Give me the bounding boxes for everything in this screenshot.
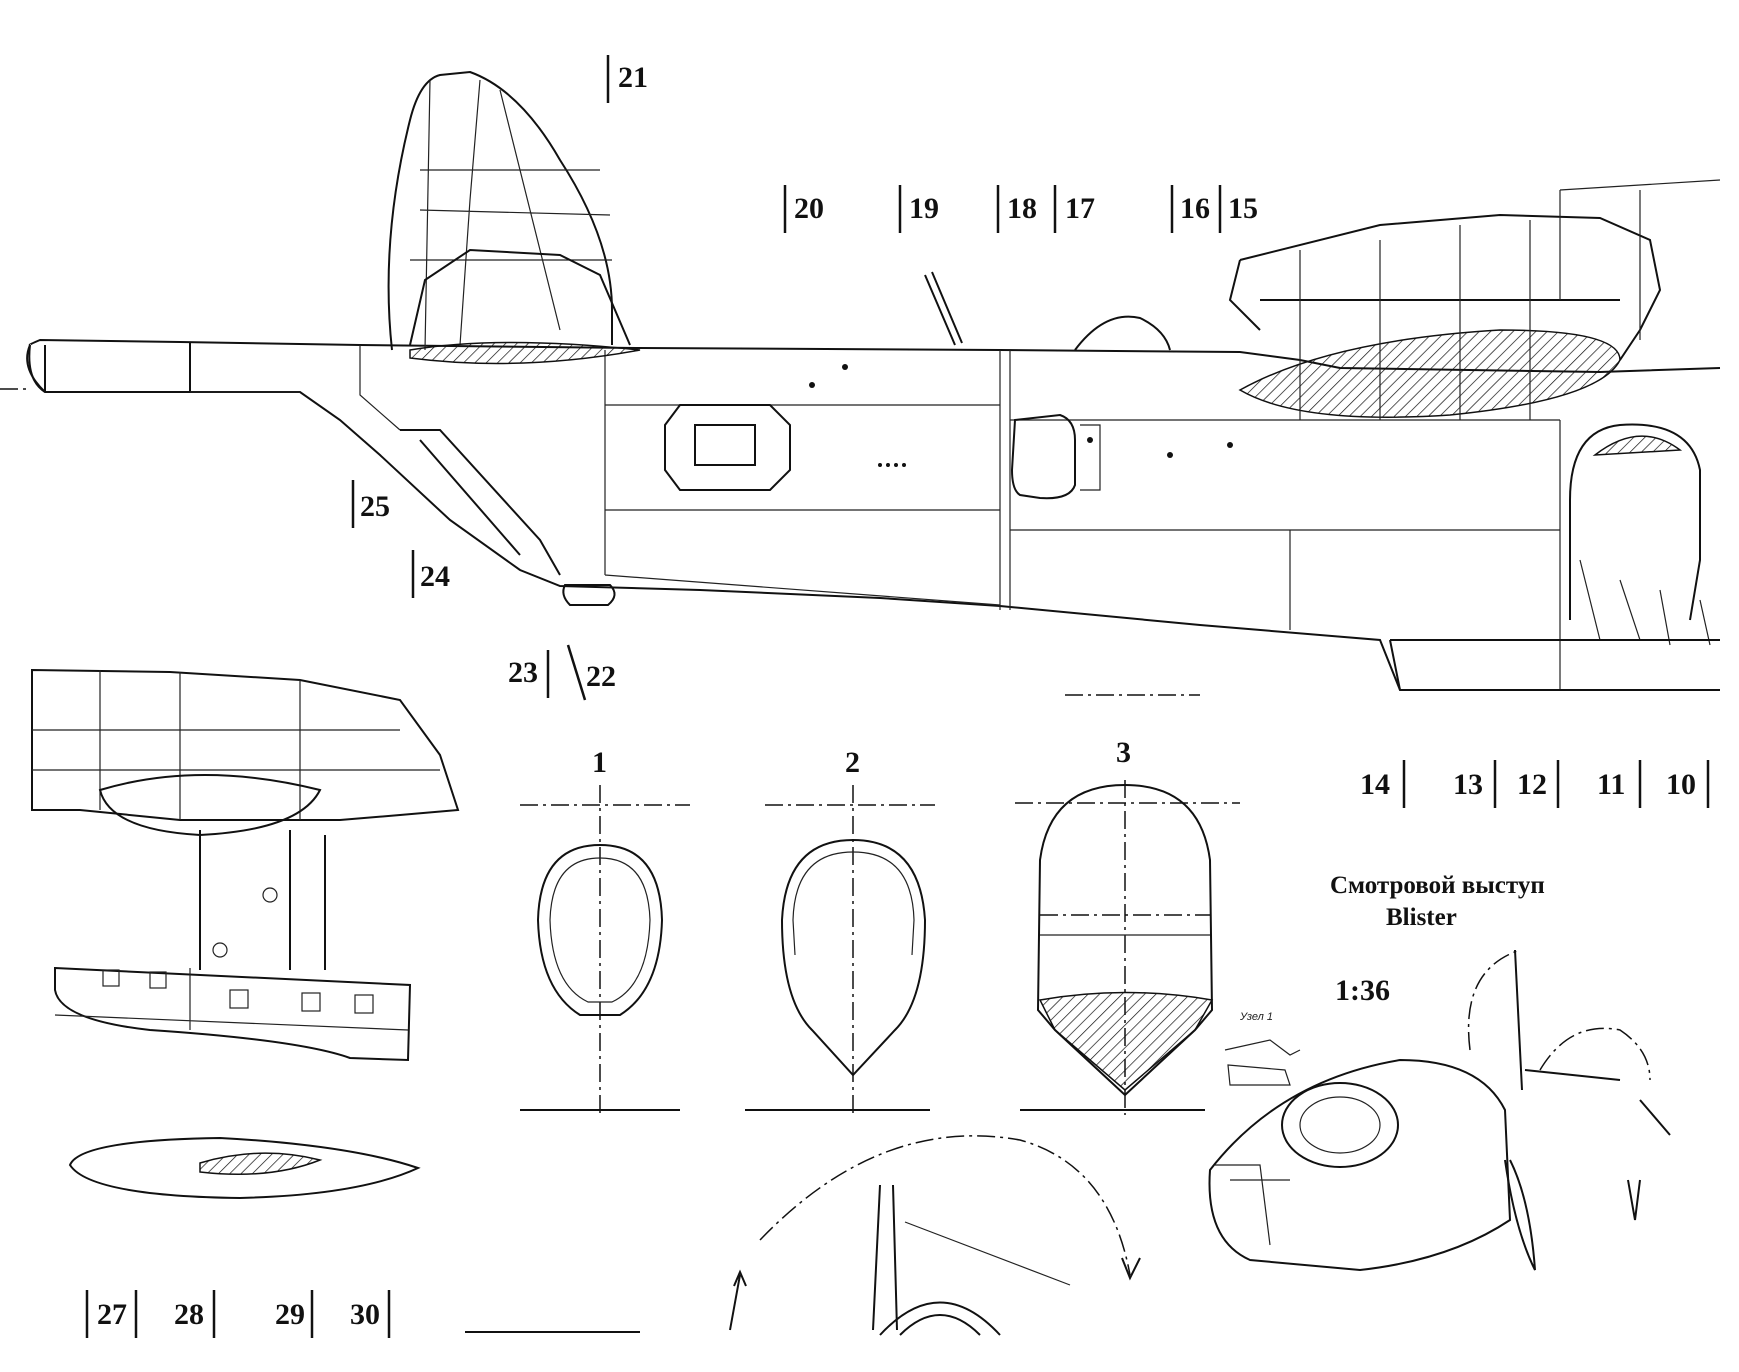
- station-27: 27: [97, 1298, 127, 1331]
- station-19: 19: [909, 192, 939, 225]
- station-16: 16: [1180, 192, 1210, 225]
- pylon-hole-lower: [212, 942, 228, 958]
- station-numbers-bottom: 27 28 29 30: [97, 1298, 380, 1331]
- station-28: 28: [174, 1298, 204, 1331]
- station-marks-bottom: [85, 1290, 391, 1338]
- rudder-lines: [410, 79, 612, 351]
- side-door: [1010, 413, 1076, 500]
- lower-skid: [1389, 639, 1720, 691]
- nacelle-lower: [54, 966, 412, 1062]
- turret-ring: [879, 1301, 1001, 1336]
- stabilizer-section: [409, 341, 641, 365]
- panel-lines: [190, 345, 1561, 690]
- gear-struts: [1579, 559, 1711, 646]
- blister-pin: [1627, 1179, 1641, 1221]
- vertical-fin: [387, 70, 613, 351]
- station-13: 13: [1453, 768, 1483, 801]
- nacelle-panel-lines: [54, 968, 409, 1031]
- fin-fillet: [409, 248, 631, 346]
- station-29: 29: [275, 1298, 305, 1331]
- wheel-well: [1569, 423, 1701, 621]
- tail-cone: [26, 342, 191, 393]
- wheel-well-hatched: [1592, 435, 1683, 456]
- section-label-3: 3: [1116, 736, 1131, 769]
- station-numbers-top: 21 20 19 18 17 16 15: [618, 61, 1258, 225]
- blister-strut: [1514, 949, 1671, 1136]
- blister-front: [1215, 1164, 1290, 1246]
- station-12: 12: [1517, 768, 1547, 801]
- fuselage-outline: [28, 338, 1721, 691]
- nacelle-ports: [102, 969, 374, 1014]
- station-22: 22: [586, 660, 616, 693]
- station-21: 21: [618, 61, 648, 94]
- station-marks-right: [1402, 760, 1710, 808]
- engine-fairing-view: [31, 668, 460, 1200]
- detail-label: Узел 1: [1239, 1011, 1273, 1023]
- scale-label: 1:36: [1335, 974, 1390, 1007]
- station-numbers-left: 25 24 23 22: [360, 490, 616, 693]
- station-11: 11: [1597, 768, 1625, 801]
- station-10: 10: [1666, 768, 1696, 801]
- antenna-mast: [924, 271, 963, 346]
- wing-section-hatched: [199, 1152, 323, 1175]
- station-25: 25: [360, 490, 390, 523]
- station-17: 17: [1065, 192, 1095, 225]
- fairing-panels: [32, 670, 440, 820]
- blister-title-en: Blister: [1386, 904, 1457, 931]
- section-3-outline: [1036, 783, 1214, 1097]
- turret-rotation-detail: [465, 1135, 1141, 1336]
- station-marks-left: [351, 480, 587, 701]
- rotation-arc: [759, 1135, 1131, 1276]
- blister-detail: Смотровой выступ Blister 1:36 Узел 1: [1208, 872, 1671, 1272]
- pylon-hole-upper: [262, 887, 278, 903]
- station-23: 23: [508, 656, 538, 689]
- wing-section-plan: [68, 1136, 421, 1200]
- fairing-ring: [98, 774, 322, 837]
- access-hatch: [664, 404, 791, 491]
- detail-sketch: [1224, 1039, 1301, 1086]
- arc-arrow-left: [729, 1269, 747, 1331]
- rivet-dots: [809, 364, 1233, 467]
- blister-swing-arc: [1467, 949, 1651, 1081]
- section-1-outline: [536, 843, 664, 1016]
- lower-tail-strut: [400, 429, 561, 576]
- door-handle: [1080, 424, 1101, 491]
- fuselage-side-view: [0, 70, 1721, 691]
- station-24: 24: [420, 560, 450, 593]
- arc-arrow: [1121, 1257, 1141, 1281]
- station-30: 30: [350, 1298, 380, 1331]
- section-2-outline: [780, 838, 927, 1077]
- section-3-keel-hatched: [1038, 991, 1214, 1091]
- station-18: 18: [1007, 192, 1037, 225]
- gun-barrel: [872, 1184, 898, 1331]
- section-label-1: 1: [592, 746, 607, 779]
- sight-line: [904, 1221, 1071, 1286]
- blister-dome-inner: [1299, 1096, 1381, 1154]
- station-20: 20: [794, 192, 824, 225]
- dorsal-dome: [1074, 315, 1171, 351]
- section-label-2: 2: [845, 746, 860, 779]
- wing-panel-lines: [1299, 179, 1721, 420]
- cross-section-2: 2: [745, 746, 935, 1115]
- station-marks-top: [606, 55, 1222, 233]
- tail-skid: [562, 584, 616, 606]
- station-15: 15: [1228, 192, 1258, 225]
- station-14: 14: [1360, 768, 1390, 801]
- blister-fairing-blade: [1504, 1159, 1536, 1271]
- station-numbers-right: 14 13 12 11 10: [1360, 768, 1696, 801]
- pylon: [199, 830, 326, 970]
- blister-title-ru: Смотровой выступ: [1330, 872, 1545, 899]
- blister-dome: [1281, 1082, 1399, 1168]
- fairing-top: [31, 668, 460, 821]
- wing-root-section: [1238, 329, 1621, 418]
- cross-section-1: 1: [520, 746, 690, 1115]
- cross-section-3: 3: [1015, 736, 1240, 1115]
